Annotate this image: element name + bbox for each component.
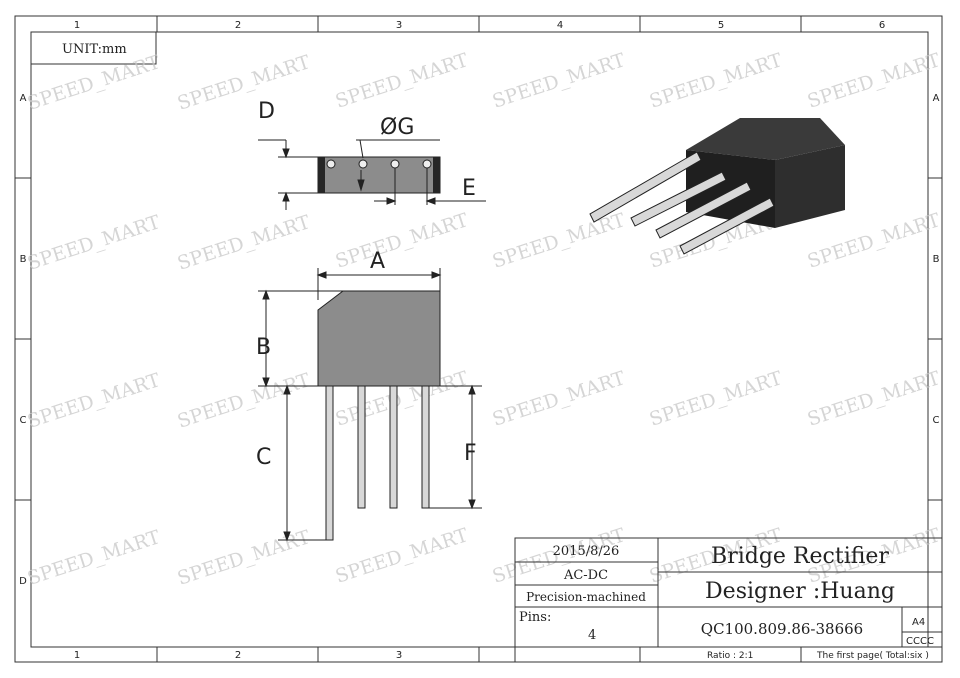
dimension-label-b: B [256, 335, 271, 360]
watermark: SPEED_MART [805, 209, 943, 273]
page-indicator: The first page( Total:six ) [816, 651, 929, 661]
column-label-bottom: 3 [396, 650, 402, 661]
dimension-label-c: C [256, 445, 271, 470]
top-view: D ØG E [258, 99, 486, 210]
front-view-lead [357, 385, 366, 509]
watermark: SPEED_MART [25, 369, 163, 433]
column-label-top: 6 [879, 20, 885, 31]
column-label-top: 1 [74, 20, 80, 31]
top-view-edge-left [318, 157, 325, 193]
part-number: QC100.809.86-38666 [701, 620, 863, 638]
watermark: SPEED_MART [333, 209, 471, 273]
watermark: SPEED_MART [333, 524, 471, 588]
column-label-top: 2 [235, 20, 241, 31]
iso-pin [589, 151, 702, 223]
revision-code: CCCC [906, 636, 934, 647]
dimension-label-f: F [464, 441, 477, 466]
paper-size: A4 [912, 617, 925, 628]
row-label-left: C [20, 415, 27, 426]
row-label-left: A [20, 93, 27, 104]
title-block-type: AC-DC [563, 568, 608, 583]
watermark: SPEED_MART [25, 51, 163, 115]
pin-hole [358, 159, 368, 169]
front-view-body [317, 290, 441, 387]
isometric-view [589, 118, 845, 255]
column-label-top: 3 [396, 20, 402, 31]
iso-pin [679, 197, 775, 255]
row-label-right: B [933, 254, 940, 265]
watermark: SPEED_MART [175, 369, 313, 433]
pin-hole [422, 159, 432, 169]
drawing-title: Bridge Rectifier [711, 544, 889, 569]
title-block-date: 2015/8/26 [553, 544, 620, 559]
front-view-lead [325, 385, 334, 541]
watermark: SPEED_MART [647, 367, 785, 431]
watermark: SPEED_MART [490, 49, 628, 113]
watermark: SPEED_MART [805, 367, 943, 431]
column-label-bottom: 2 [235, 650, 241, 661]
row-label-left: B [20, 254, 27, 265]
pin-hole [390, 159, 400, 169]
watermark: SPEED_MART [175, 51, 313, 115]
watermark: SPEED_MART [25, 211, 163, 275]
title-block-process: Precision-machined [526, 590, 646, 604]
dimension-label-g: ØG [380, 115, 414, 140]
front-view-lead [421, 385, 430, 509]
unit-label: UNIT:mm [62, 42, 127, 57]
watermark: SPEED_MART [490, 209, 628, 273]
iso-pin [630, 171, 727, 227]
title-block-pins-label: Pins: [519, 610, 551, 625]
iso-body-top [686, 118, 845, 160]
watermark: SPEED_MART [490, 367, 628, 431]
scale-ratio: Ratio : 2:1 [707, 651, 753, 661]
watermark: SPEED_MART [647, 49, 785, 113]
dimension-label-e: E [462, 176, 476, 201]
column-label-top: 4 [557, 20, 563, 31]
pin-hole [326, 159, 336, 169]
column-label-bottom: 1 [74, 650, 80, 661]
dimension-label-a: A [370, 249, 385, 274]
watermark: SPEED_MART [805, 49, 943, 113]
row-label-left: D [19, 576, 27, 587]
unit-box [30, 31, 157, 65]
top-view-body [317, 156, 441, 194]
designer-name: Designer :Huang [705, 579, 895, 604]
watermark: SPEED_MART [175, 211, 313, 275]
watermark: SPEED_MART [175, 526, 313, 590]
title-block [514, 537, 943, 663]
iso-body-side [775, 145, 845, 228]
row-label-right: A [933, 93, 940, 104]
title-block-pins-value: 4 [588, 628, 596, 643]
top-view-edge-right [433, 157, 440, 193]
iso-pin [655, 181, 752, 239]
watermark: SPEED_MART [25, 526, 163, 590]
front-view-lead [389, 385, 398, 509]
front-view: A B C F [256, 249, 482, 542]
row-label-right: C [933, 415, 940, 426]
column-label-top: 5 [718, 20, 724, 31]
watermark: SPEED_MART [333, 49, 471, 113]
dimension-label-d: D [258, 99, 275, 124]
